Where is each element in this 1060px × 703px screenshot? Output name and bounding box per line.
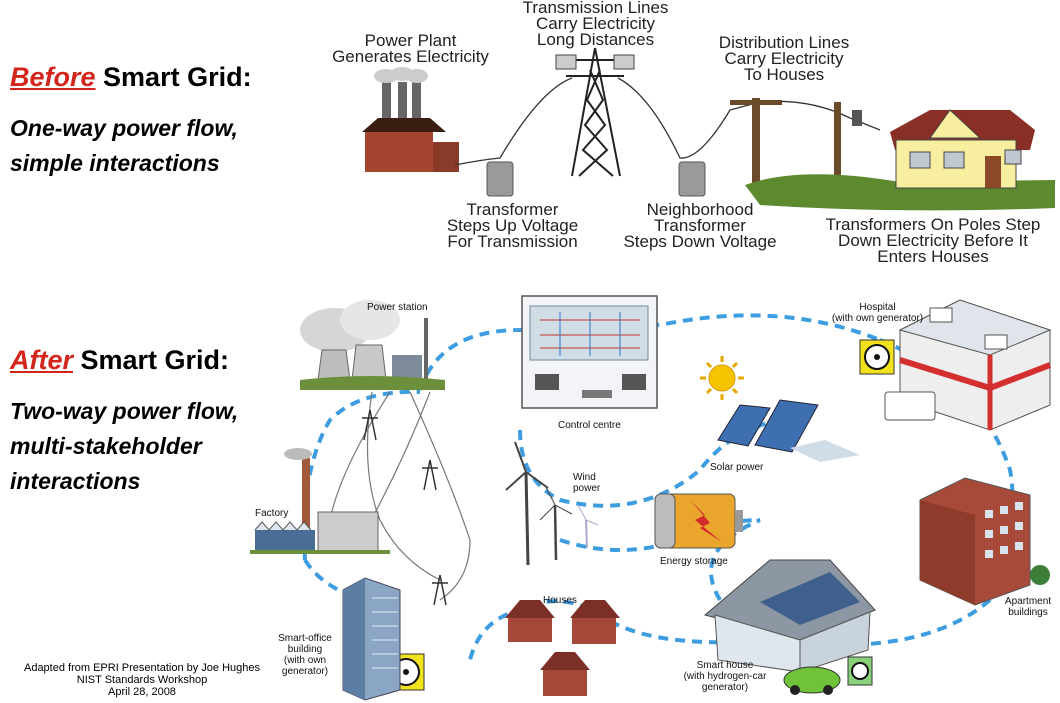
- transformer-label: Transformer Steps Up Voltage For Transmi…: [446, 200, 579, 251]
- hospital-label: Hospital (with own generator): [831, 302, 924, 324]
- power-plant-icon: [362, 67, 459, 172]
- after-heading: After Smart Grid:: [10, 345, 229, 376]
- before-title: Smart Grid:: [95, 62, 252, 92]
- energy-storage-label: Energy storage: [660, 556, 728, 567]
- source-credit: Adapted from EPRI Presentation by Joe Hu…: [23, 662, 261, 698]
- before-subtitle: One-way power flow, simple interactions: [10, 115, 238, 176]
- distribution-lines-label: Distribution Lines Carry Electricity To …: [718, 33, 850, 84]
- factory-icon: [250, 448, 390, 554]
- after-subtitle: Two-way power flow, multi-stakeholder in…: [10, 398, 239, 494]
- power-station-icon: [300, 300, 445, 390]
- control-centre-icon: [521, 295, 658, 409]
- power-station-label: Power station: [367, 302, 428, 313]
- smart-office-label: Smart-office building (with own generato…: [278, 633, 332, 677]
- smart-house-label: Smart house (with hydrogen-car generator…: [683, 660, 767, 693]
- pylon-icon: [362, 409, 448, 606]
- after-keyword: After: [10, 345, 74, 375]
- transmission-lines-label: Transmission Lines Carry Electricity Lon…: [522, 0, 669, 49]
- factory-label: Factory: [255, 508, 289, 519]
- apartment-buildings-label: Apartment buildings: [1004, 596, 1052, 618]
- smart-house-icon: [703, 559, 876, 695]
- battery-icon: [654, 493, 743, 549]
- neighborhood-transformer-label: Neighborhood Transformer Steps Down Volt…: [623, 200, 777, 251]
- control-centre-label: Control centre: [558, 420, 621, 431]
- wind-turbine-icon: [505, 441, 599, 566]
- apartment-building-icon: [919, 477, 1050, 606]
- transmission-tower-icon: [555, 47, 635, 177]
- office-building-icon: [342, 577, 401, 701]
- solar-panel-icon: [717, 399, 860, 462]
- after-title: Smart Grid:: [73, 345, 230, 375]
- before-heading: Before Smart Grid:: [10, 62, 252, 93]
- sun-icon: [700, 356, 744, 400]
- houses-icon: [505, 600, 620, 696]
- hospital-icon: [884, 299, 1052, 431]
- transformer-icon: [486, 161, 706, 197]
- before-keyword: Before: [10, 62, 96, 92]
- pole-transformers-label: Transformers On Poles Step Down Electric…: [825, 215, 1041, 266]
- houses-label: Houses: [543, 595, 577, 606]
- power-plant-label: Power Plant Generates Electricity: [332, 31, 489, 66]
- wind-power-label: Wind power: [573, 472, 601, 494]
- solar-power-label: Solar power: [710, 462, 764, 473]
- utility-pole-icon: [730, 98, 862, 190]
- house-icon: [890, 109, 1035, 189]
